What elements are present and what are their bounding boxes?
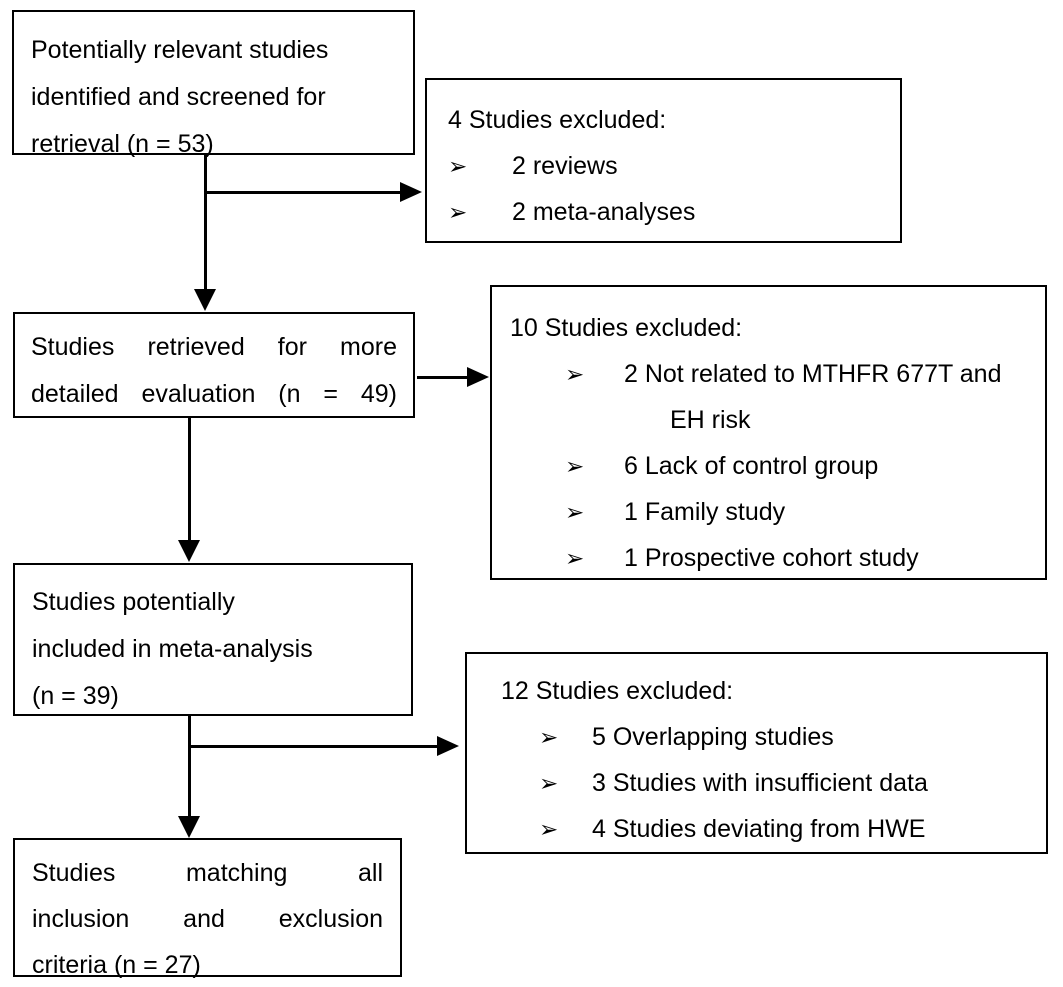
text-line: (n = 39) xyxy=(32,682,119,710)
exclusion-title: 10 Studies excluded: xyxy=(510,314,743,342)
bullet-item: ➢ 3 Studies with insufficient data xyxy=(501,760,1028,806)
bullet-item: ➢ 4 Studies deviating from HWE xyxy=(501,806,1028,852)
bullet-item: ➢ 5 Overlapping studies xyxy=(501,714,1028,760)
arrowhead-right-icon xyxy=(467,367,489,387)
bullet-text: 2 Not related to MTHFR 677T and EH risk xyxy=(624,360,1002,434)
text-line: identified and screened for xyxy=(31,83,326,111)
box-final-included: Studies matching all inclusion and exclu… xyxy=(13,838,402,979)
bullet-item: ➢ 1 Family study xyxy=(510,489,1027,535)
exclusion-title: 4 Studies excluded: xyxy=(448,106,667,134)
connector-line-to-excluded-evaluation xyxy=(417,376,469,379)
arrowhead-bullet-icon: ➢ xyxy=(539,724,559,750)
connector-line-retrieved-to-potential xyxy=(188,418,191,541)
arrowhead-down-icon xyxy=(178,816,200,838)
arrowhead-bullet-icon: ➢ xyxy=(565,545,585,571)
bullet-text: 1 Family study xyxy=(624,498,786,526)
arrowhead-right-icon xyxy=(437,736,459,756)
text-line: detailed evaluation (n = 49) xyxy=(31,380,397,408)
arrowhead-bullet-icon: ➢ xyxy=(448,199,468,225)
bullet-item: ➢ 2 reviews xyxy=(448,143,879,189)
box-studies-retrieved: Studies retrieved for more detailed eval… xyxy=(13,312,415,418)
text-line: inclusion and exclusion xyxy=(32,905,383,933)
bullet-item: ➢ 2 meta-analyses xyxy=(448,189,879,235)
box-studies-screened: Potentially relevant studies identified … xyxy=(12,10,415,158)
box-potentially-included: Studies potentially included in meta-ana… xyxy=(13,563,413,716)
connector-line-to-excluded-screening xyxy=(205,191,402,194)
bullet-text: 1 Prospective cohort study xyxy=(624,544,919,572)
connector-line-screened-to-retrieved xyxy=(204,155,207,289)
bullet-text: 4 Studies deviating from HWE xyxy=(592,815,926,843)
bullet-text: 5 Overlapping studies xyxy=(592,723,834,751)
bullet-item: ➢ 1 Prospective cohort study xyxy=(510,535,1027,581)
text-line: Potentially relevant studies xyxy=(31,36,329,64)
arrowhead-bullet-icon: ➢ xyxy=(539,816,559,842)
bullet-item: ➢ 2 Not related to MTHFR 677T and EH ris… xyxy=(510,351,1027,443)
bullet-text: 6 Lack of control group xyxy=(624,452,879,480)
arrowhead-bullet-icon: ➢ xyxy=(565,499,585,525)
arrowhead-down-icon xyxy=(178,540,200,562)
bullet-text: 2 meta-analyses xyxy=(512,198,696,226)
arrowhead-right-icon xyxy=(400,182,422,202)
arrowhead-bullet-icon: ➢ xyxy=(565,361,585,387)
text-line: retrieval (n = 53) xyxy=(31,130,214,158)
connector-line-to-excluded-meta xyxy=(189,745,439,748)
box-excluded-at-screening: 4 Studies excluded: ➢ 2 reviews ➢ 2 meta… xyxy=(425,78,902,243)
arrowhead-bullet-icon: ➢ xyxy=(448,153,468,179)
text-line: criteria (n = 27) xyxy=(32,951,201,979)
text-line: Studies matching all xyxy=(32,859,383,887)
box-excluded-from-meta-analysis: 12 Studies excluded: ➢ 5 Overlapping stu… xyxy=(465,652,1048,854)
arrowhead-bullet-icon: ➢ xyxy=(539,770,559,796)
text-line: Studies potentially xyxy=(32,588,235,616)
bullet-text: 3 Studies with insufficient data xyxy=(592,769,928,797)
exclusion-title: 12 Studies excluded: xyxy=(501,677,734,705)
arrowhead-bullet-icon: ➢ xyxy=(565,453,585,479)
arrowhead-down-icon xyxy=(194,289,216,311)
connector-line-potential-to-final xyxy=(188,716,191,817)
bullet-text: 2 reviews xyxy=(512,152,618,180)
text-line: Studies retrieved for more xyxy=(31,333,397,361)
box-excluded-at-evaluation: 10 Studies excluded: ➢ 2 Not related to … xyxy=(490,285,1047,580)
bullet-item: ➢ 6 Lack of control group xyxy=(510,443,1027,489)
text-line: included in meta-analysis xyxy=(32,635,313,663)
